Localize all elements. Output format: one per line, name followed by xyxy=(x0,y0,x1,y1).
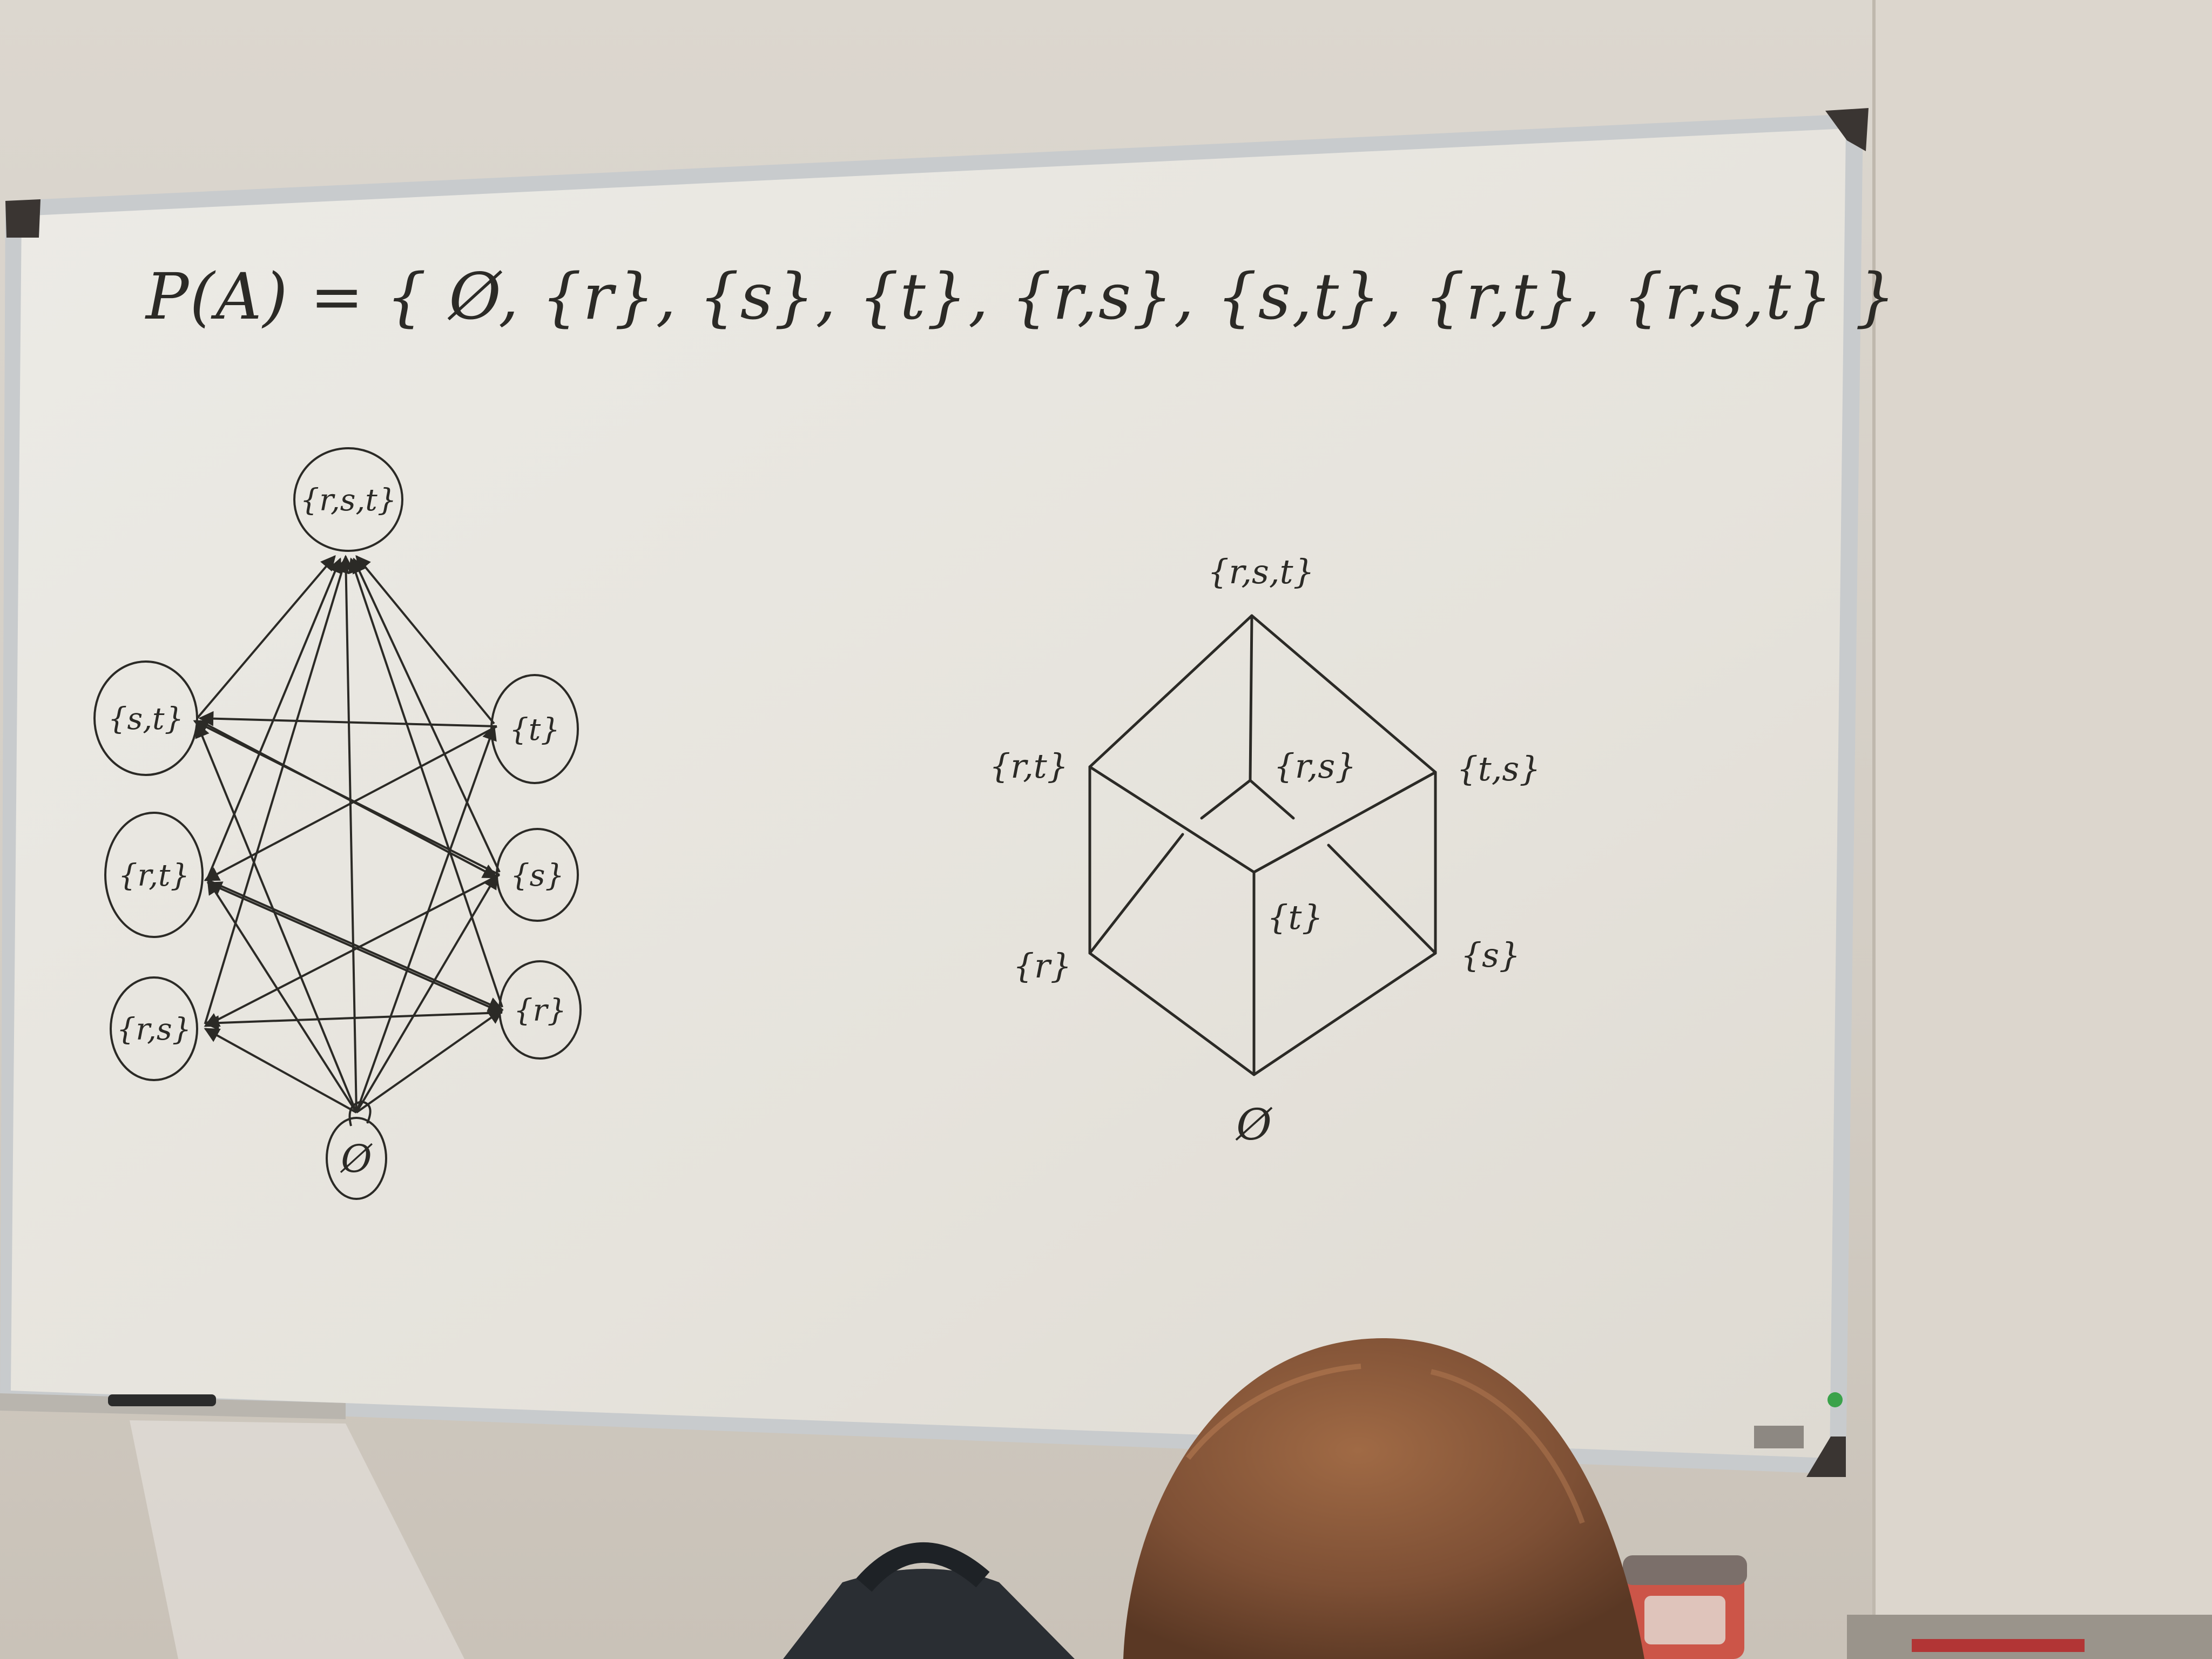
hasse-label-rst: {r,s,t} xyxy=(1208,552,1314,591)
edge xyxy=(355,555,495,725)
edge xyxy=(338,555,358,1113)
hasse-label-rs: {r,s} xyxy=(1273,746,1356,786)
edge xyxy=(204,557,349,1024)
edge xyxy=(204,725,497,881)
node-circle xyxy=(496,828,579,922)
hasse-edge xyxy=(1088,833,1184,955)
hasse-edge xyxy=(1088,614,1253,768)
node-circle xyxy=(498,960,582,1060)
edge xyxy=(207,557,342,878)
left-node-label-empty: Ø xyxy=(340,1137,373,1181)
edge xyxy=(204,1011,503,1031)
node-circle xyxy=(326,1117,387,1200)
left-node-label-rst: {r,s,t} xyxy=(300,483,397,518)
brand-label xyxy=(1754,1426,1804,1448)
edge xyxy=(199,720,498,879)
edge xyxy=(207,879,358,1114)
self-loop xyxy=(348,1100,372,1127)
whiteboard-surface xyxy=(11,129,1846,1458)
hasse-edge xyxy=(1088,765,1256,874)
node-circle xyxy=(104,812,204,938)
powerset-formula: P(A) = { Ø, {r}, {s}, {t}, {r,s}, {s,t},… xyxy=(145,259,1897,334)
left-node-label-r: {r} xyxy=(514,993,567,1028)
hasse-edge xyxy=(1249,614,1253,782)
edge xyxy=(352,557,501,873)
edge xyxy=(204,874,500,1027)
right-wall-panel xyxy=(1874,0,2212,1659)
edge xyxy=(204,1028,357,1114)
hasse-edge xyxy=(1252,771,1437,874)
marker xyxy=(108,1394,216,1406)
hasse-label-t: {t} xyxy=(1267,898,1323,937)
frame-corner-top-right xyxy=(1825,108,1869,151)
backpack xyxy=(783,1542,1075,1659)
hasse-edge xyxy=(1250,614,1437,774)
hasse-label-ts: {t,s} xyxy=(1456,749,1540,788)
frame-corner-top-left xyxy=(5,199,41,238)
left-node-label-rs: {r,s} xyxy=(117,1012,191,1047)
hasse-label-r: {r} xyxy=(1013,946,1072,986)
left-node-label-t: {t} xyxy=(509,712,560,747)
left-node-label-s: {s} xyxy=(510,858,564,893)
green-magnet xyxy=(1827,1392,1843,1407)
edge xyxy=(355,1009,504,1114)
node-circle xyxy=(490,674,579,784)
node-circle xyxy=(110,976,198,1081)
water-bottle xyxy=(1623,1555,1747,1659)
hasse-edge xyxy=(1088,952,1256,1076)
hasse-label-empty: Ø xyxy=(1235,1100,1273,1150)
hasse-edge xyxy=(1252,952,1437,1076)
left-node-label-rt: {r,t} xyxy=(118,858,190,893)
node-circle xyxy=(293,447,403,552)
edge xyxy=(198,711,497,727)
hasse-label-s: {s} xyxy=(1461,935,1521,975)
edge xyxy=(207,879,504,1011)
hasse-edge xyxy=(1249,779,1295,820)
edge xyxy=(206,881,503,1014)
frame-corner-bottom-right xyxy=(1806,1437,1846,1477)
left-node-label-st: {s,t} xyxy=(108,702,184,737)
edge xyxy=(355,873,498,1114)
hasse-edge xyxy=(1327,844,1437,955)
edge xyxy=(355,725,497,1113)
hasse-label-rt: {r,t} xyxy=(989,746,1068,786)
left-diagram xyxy=(93,447,582,1200)
node-circle xyxy=(93,660,198,776)
edge xyxy=(348,557,503,1008)
hasse-edge xyxy=(1200,779,1252,820)
right-diagram xyxy=(1088,614,1437,1076)
edge xyxy=(196,555,336,719)
edge xyxy=(195,722,358,1113)
